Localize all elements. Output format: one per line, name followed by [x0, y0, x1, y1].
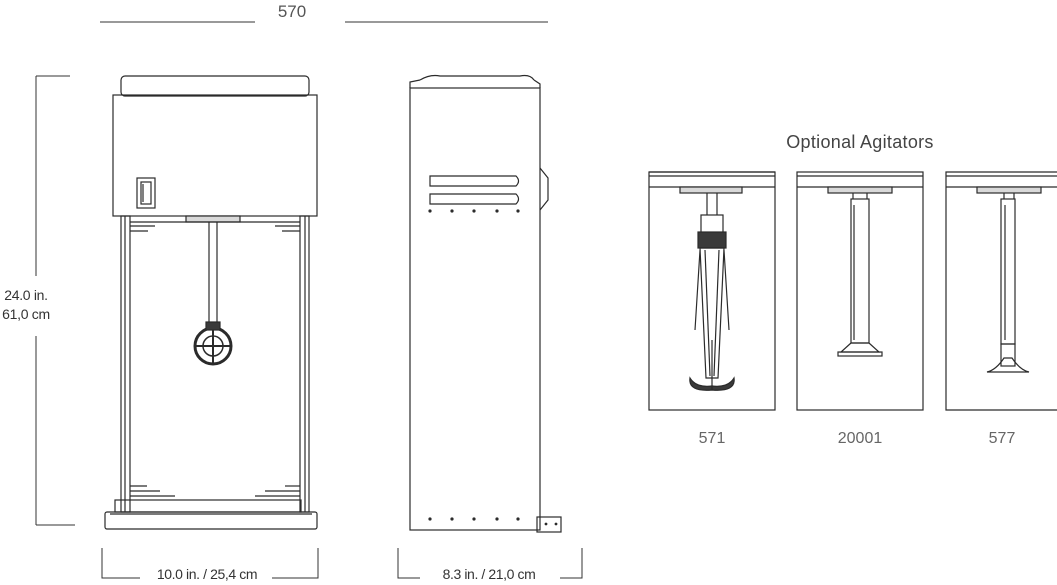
agitator-20001-drawing — [796, 171, 924, 411]
depth-dimension-label: 8.3 in. / 21,0 cm — [442, 566, 536, 582]
model-number: 570 — [277, 2, 307, 21]
side-view-rivets — [428, 209, 558, 526]
agitator-label-577: 577 — [988, 430, 1016, 447]
height-imperial: 24.0 in. — [4, 287, 48, 303]
agitator-577-drawing — [945, 171, 1057, 411]
height-dimension-label: 24.0 in. 61,0 cm — [0, 286, 52, 324]
height-dimension-line — [35, 75, 75, 526]
front-view — [104, 75, 318, 530]
agitator-label-571: 571 — [698, 430, 726, 447]
agitator-571-drawing — [648, 171, 776, 411]
width-dimension-label: 10.0 in. / 25,4 cm — [156, 566, 258, 582]
width-dimension-line — [101, 548, 319, 579]
agitator-label-20001: 20001 — [837, 430, 883, 447]
height-metric: 61,0 cm — [2, 306, 50, 322]
front-agitator-icon — [193, 321, 233, 366]
agitators-title: Optional Agitators — [786, 132, 934, 152]
power-switch-icon — [136, 177, 156, 209]
depth-dimension-line — [397, 548, 583, 579]
side-view — [409, 74, 562, 533]
